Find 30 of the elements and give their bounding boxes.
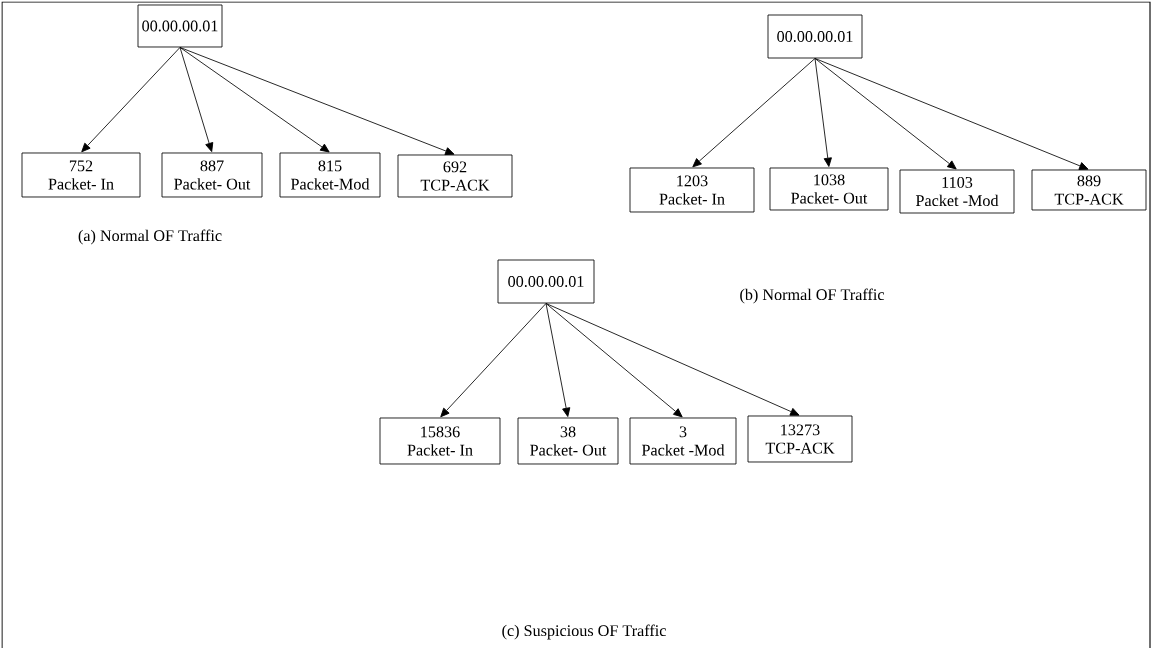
arrow bbox=[179, 47, 214, 152]
address-box: 00.00.00.01 bbox=[767, 14, 863, 59]
arrow bbox=[814, 58, 1089, 170]
arrow bbox=[545, 303, 683, 418]
counter-box: 752 Packet- In bbox=[21, 152, 141, 198]
arrow bbox=[81, 47, 181, 153]
counter-box: 889 TCP-ACK bbox=[1031, 169, 1147, 211]
counter-box: 1103 Packet -Mod bbox=[899, 169, 1015, 214]
caption: (a) Normal OF Traffic bbox=[78, 229, 222, 245]
counter-box: 15836 Packet- In bbox=[379, 417, 501, 465]
arrow bbox=[179, 47, 330, 153]
arrow bbox=[179, 47, 455, 155]
arrow bbox=[814, 58, 832, 167]
arrow bbox=[814, 58, 957, 170]
counter-box: 3 Packet -Mod bbox=[629, 417, 737, 465]
arrow bbox=[692, 58, 816, 168]
counter-box: 1203 Packet- In bbox=[629, 167, 755, 213]
caption: (c) Suspicious OF Traffic bbox=[502, 624, 666, 640]
counter-box: 13273 TCP-ACK bbox=[747, 415, 853, 463]
arrow bbox=[545, 303, 571, 417]
arrow bbox=[545, 303, 800, 416]
counter-box: 887 Packet- Out bbox=[161, 152, 263, 198]
address-box: 00.00.00.01 bbox=[497, 259, 595, 304]
address-box: 00.00.00.01 bbox=[137, 4, 223, 48]
counter-box: 815 Packet-Mod bbox=[279, 152, 381, 198]
counter-box: 1038 Packet- Out bbox=[769, 167, 889, 211]
arrow bbox=[440, 303, 547, 418]
caption: (b) Normal OF Traffic bbox=[740, 288, 885, 304]
counter-box: 692 TCP-ACK bbox=[397, 154, 513, 198]
counter-box: 38 Packet- Out bbox=[517, 417, 619, 465]
